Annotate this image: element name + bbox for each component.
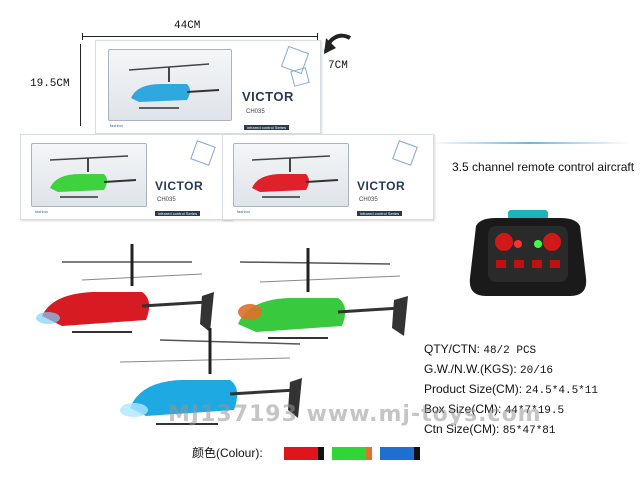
spec-product-size: Product Size(CM): 24.5*4.5*11 [424,382,598,397]
colour-swatch-red [284,447,324,460]
curved-arrow-icon [324,33,352,54]
box-tag: fashion [237,209,250,214]
helicopter-green-icon [49,155,137,198]
spec-label: Box Size(CM): [424,402,502,416]
spec-label: G.W./N.W.(KGS): [424,362,517,376]
spec-ctn-size: Ctn Size(CM): 85*47*81 [424,422,556,437]
box-window [233,143,349,207]
helicopter-blue-icon [128,63,220,109]
box-tag: fashion [35,209,48,214]
colour-swatch-green [332,447,372,460]
box-deco-square [290,67,310,87]
spec-value: 20/16 [520,365,554,377]
helicopter-green-image [238,248,408,339]
product-box-green: VICTOR CH035 infrared control Series fas… [20,134,232,220]
box-brand: VICTOR [357,179,406,193]
spec-value: 44*7*19.5 [504,405,565,417]
height-dimension-label: 19.5CM [30,78,70,90]
box-tag: fashion [110,123,123,128]
remote-control-icon [469,210,587,296]
box-model: CH035 [246,109,265,115]
product-caption: 3.5 channel remote control aircraft [452,160,635,174]
box-deco-square [190,140,216,166]
box-series: infrared control Series [155,211,201,216]
box-model: CH035 [359,197,378,203]
height-dimension-line [80,44,81,126]
spec-value: 24.5*4.5*11 [525,385,598,397]
box-model: CH035 [157,197,176,203]
box-window [31,143,147,207]
product-box-blue: VICTOR CH035 infrared control Series fas… [95,40,321,134]
depth-dimension-label: 7CM [328,60,348,72]
colour-label: 颜色(Colour): [192,446,263,460]
caption-divider [430,142,630,144]
colour-swatch-blue [380,447,420,460]
spec-box-size: Box Size(CM): 44*7*19.5 [424,402,564,417]
spec-label: Ctn Size(CM): [424,422,500,436]
box-window [108,49,232,121]
width-dimension-line [82,33,318,40]
box-brand: VICTOR [155,179,204,193]
helicopter-red-icon [251,155,339,198]
box-brand: VICTOR [242,89,294,104]
spec-qty-ctn: QTY/CTN: 48/2 PCS [424,342,536,357]
product-box-red: VICTOR CH035 infrared control Series fas… [222,134,434,220]
helicopter-red-image [36,244,214,333]
box-series: infrared control Series [357,211,403,216]
spec-value: 85*47*81 [502,425,556,437]
width-dimension-label: 44CM [174,20,201,32]
spec-value: 48/2 PCS [483,345,537,357]
spec-gw-nw: G.W./N.W.(KGS): 20/16 [424,362,553,377]
box-deco-square [392,140,418,166]
watermark-text: MJ137193 www.mj-toys.com [168,402,542,427]
spec-label: QTY/CTN: [424,342,480,356]
box-series: infrared control Series [244,125,290,130]
spec-label: Product Size(CM): [424,382,523,396]
helicopter-blue-image [119,328,302,425]
